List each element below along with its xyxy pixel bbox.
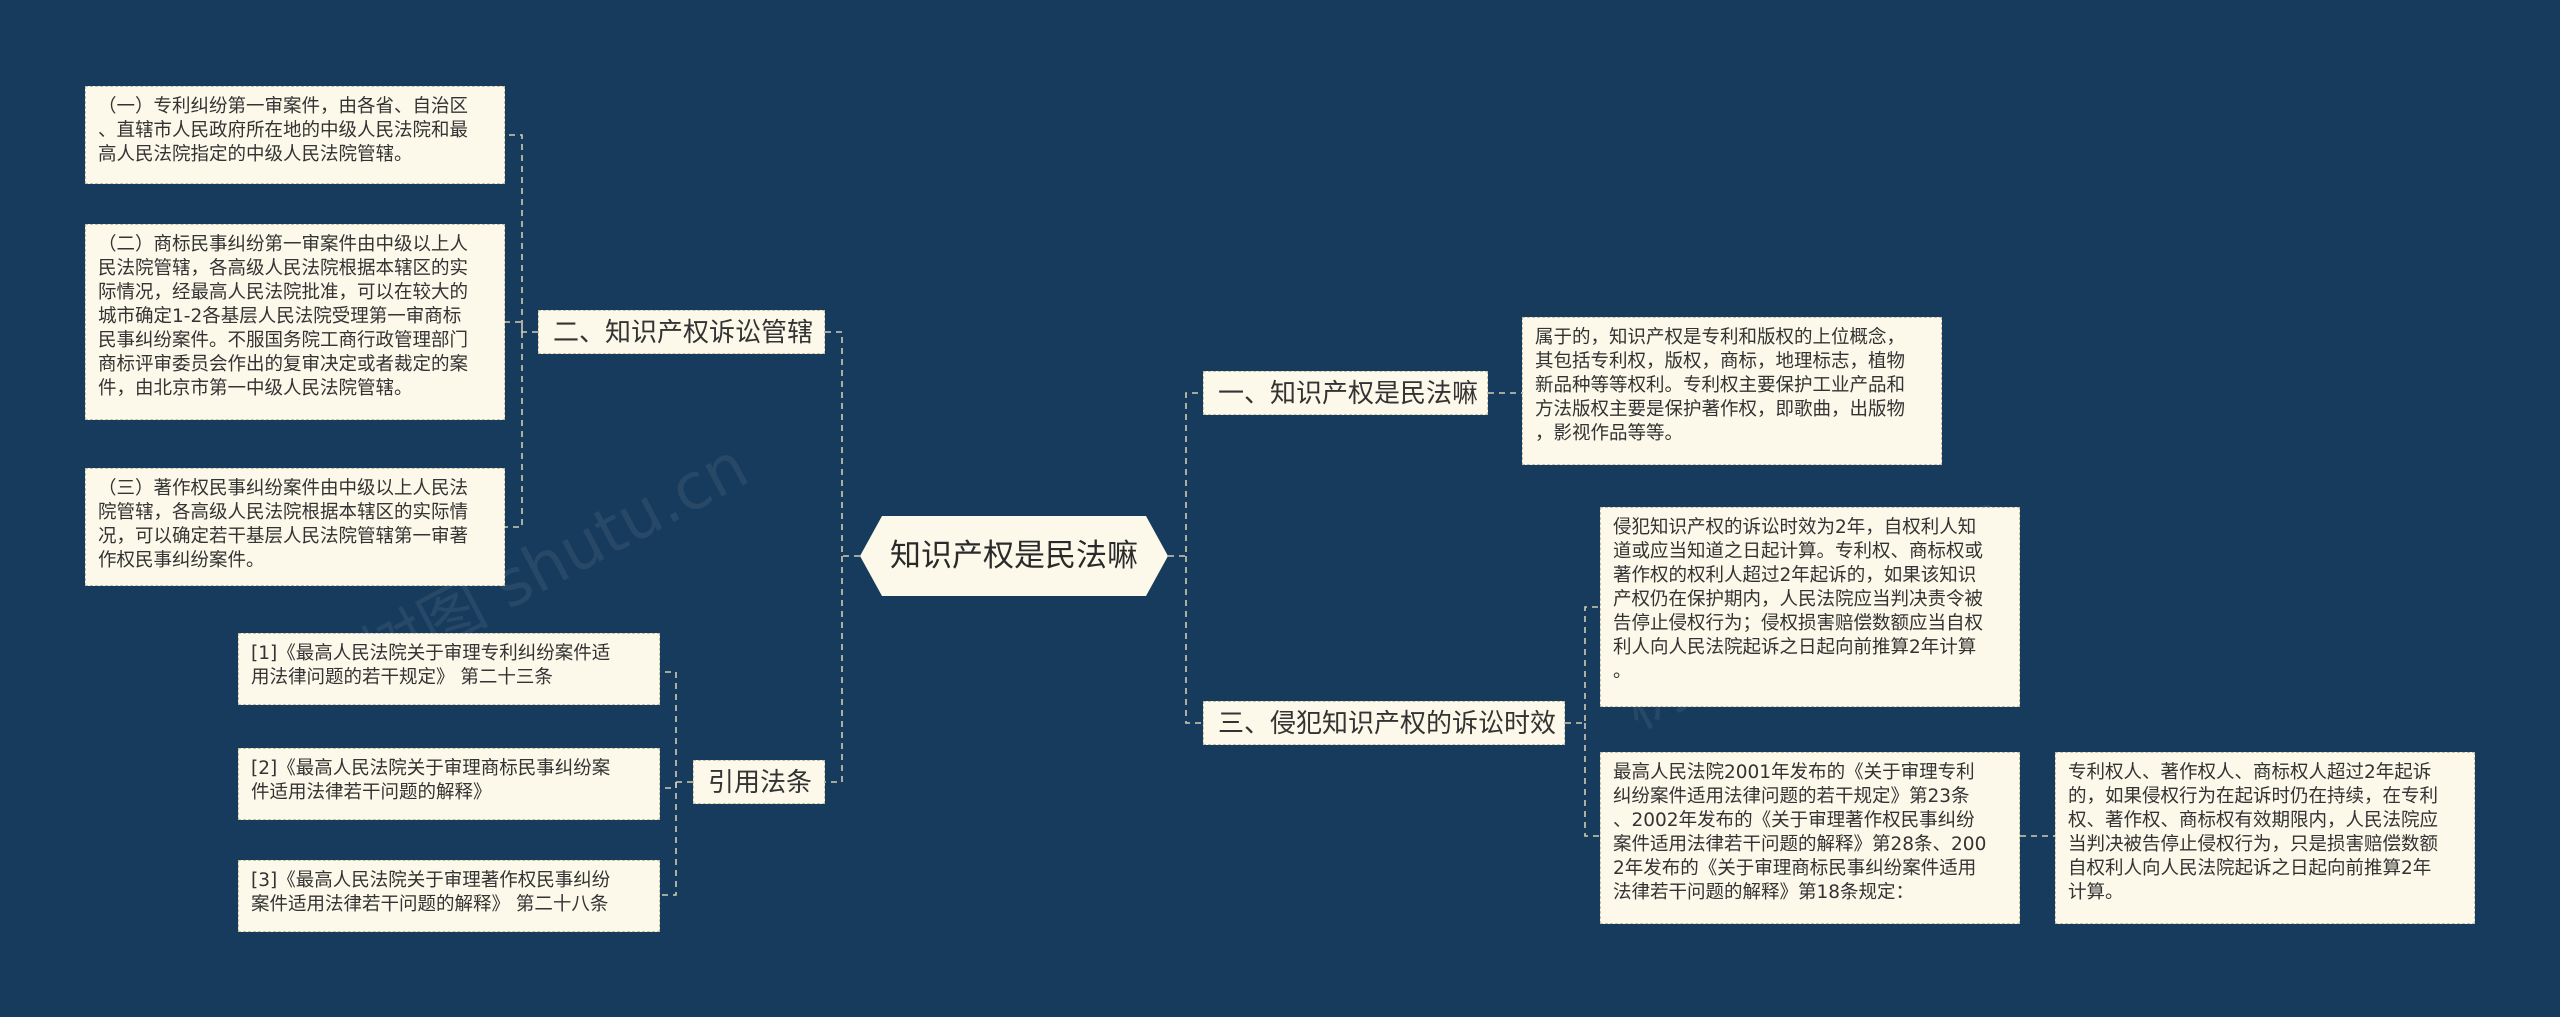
cite-item-2[interactable]: [2]《最高人民法院关于审理商标民事纠纷案 件适用法律若干问题的解释》	[238, 748, 660, 820]
branch-node-2[interactable]: 二、知识产权诉讼管辖	[538, 310, 825, 354]
b2-item-1[interactable]: （一）专利纠纷第一审案件，由各省、自治区 、直辖市人民政府所在地的中级人民法院和…	[85, 86, 505, 184]
branch-node-3[interactable]: 三、侵犯知识产权的诉讼时效	[1203, 701, 1565, 745]
b1-detail-text[interactable]: 属于的，知识产权是专利和版权的上位概念， 其包括专利权，版权，商标，地理标志，植…	[1522, 317, 1942, 465]
root-node[interactable]: 知识产权是民法嘛	[860, 516, 1168, 596]
b2-item-3[interactable]: （三）著作权民事纠纷案件由中级以上人民法 院管辖，各高级人民法院根据本辖区的实际…	[85, 468, 505, 586]
b3-detail-text-2[interactable]: 最高人民法院2001年发布的《关于审理专利 纠纷案件适用法律问题的若干规定》第2…	[1600, 752, 2020, 924]
b3-detail-text-1[interactable]: 侵犯知识产权的诉讼时效为2年，自权利人知 道或应当知道之日起计算。专利权、商标权…	[1600, 507, 2020, 707]
cite-item-1[interactable]: [1]《最高人民法院关于审理专利纠纷案件适 用法律问题的若干规定》 第二十三条	[238, 633, 660, 705]
b2-item-2[interactable]: （二）商标民事纠纷第一审案件由中级以上人 民法院管辖，各高级人民法院根据本辖区的…	[85, 224, 505, 420]
branch-node-1[interactable]: 一、知识产权是民法嘛	[1203, 371, 1488, 415]
cite-branch-node[interactable]: 引用法条	[693, 760, 825, 804]
cite-item-3[interactable]: [3]《最高人民法院关于审理著作权民事纠纷 案件适用法律若干问题的解释》 第二十…	[238, 860, 660, 932]
b3-detail-text-3[interactable]: 专利权人、著作权人、商标权人超过2年起诉 的，如果侵权行为在起诉时仍在持续，在专…	[2055, 752, 2475, 924]
